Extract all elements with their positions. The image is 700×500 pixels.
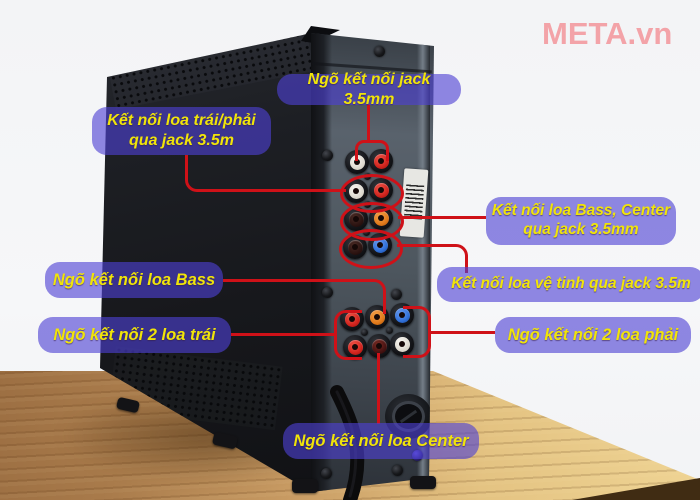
label-text: Kết nối loa trái/phải [107,112,256,130]
callout-bracket-left-column [334,310,362,360]
callout-line-2-loa-trai [231,333,335,336]
label-satellite-speakers: Kết nối loa vệ tinh qua jack 3.5m [437,267,700,302]
label-center-output: Ngõ kết nối loa Center [283,423,479,459]
label-text: Ngõ kết nối loa Center [293,431,469,450]
callout-line-ngo-bass [223,279,386,314]
screw-icon [321,468,332,479]
screw-icon [392,465,403,476]
label-text: Ngõ kết nối jack 3.5mm [307,70,431,108]
label-text: Ngõ kết nối 2 loa trái [53,325,216,344]
label-right-2-output: Ngõ kết nối 2 loa phải [495,317,691,353]
label-text: qua jack 3.5m [129,132,234,149]
screw-icon [322,287,333,298]
rca-jack-input-r1-red [369,149,393,173]
panel-left-edge [311,33,332,492]
callout-ellipse-row4 [339,229,403,269]
callout-line-2-loa-phai [428,331,495,334]
label-text: qua jack 3.5mm [523,221,639,238]
speaker-foot [292,479,318,493]
label-bass-center: Kết nối loa Bass, Center qua jack 3.5mm [486,197,676,245]
label-text: Kết nối loa Bass, Center [491,202,671,220]
screw-icon [386,327,393,334]
label-bass-output: Ngõ kết nối loa Bass [45,262,223,298]
callout-line-ve-tinh [397,244,468,273]
label-jack-3-5mm: Ngõ kết nối jack 3.5mm [277,71,461,108]
callout-line-jack35-stem [367,104,370,142]
screw-icon [391,289,402,300]
callout-line-trai-phai [185,155,346,192]
screw-icon [322,150,333,161]
meta-vn-watermark: META.vn [542,16,673,51]
callout-bracket-jack35 [355,140,389,161]
speaker-foot [410,476,436,489]
label-left-2-output: Ngõ kết nối 2 loa trái [38,317,231,353]
screw-icon [361,329,368,336]
callout-line-bass-center [398,216,486,219]
label-text: Kết nối loa vệ tinh qua jack 3.5m [451,275,691,293]
label-text: Ngõ kết nối 2 loa phải [507,325,679,344]
label-left-right-speakers: Kết nối loa trái/phải qua jack 3.5m [92,107,271,155]
callout-line-center [377,353,380,424]
callout-bracket-right-column [403,306,431,358]
screw-icon [374,46,385,57]
panel-right-edge [417,44,430,480]
label-text: Ngõ kết nối loa Bass [52,270,216,289]
